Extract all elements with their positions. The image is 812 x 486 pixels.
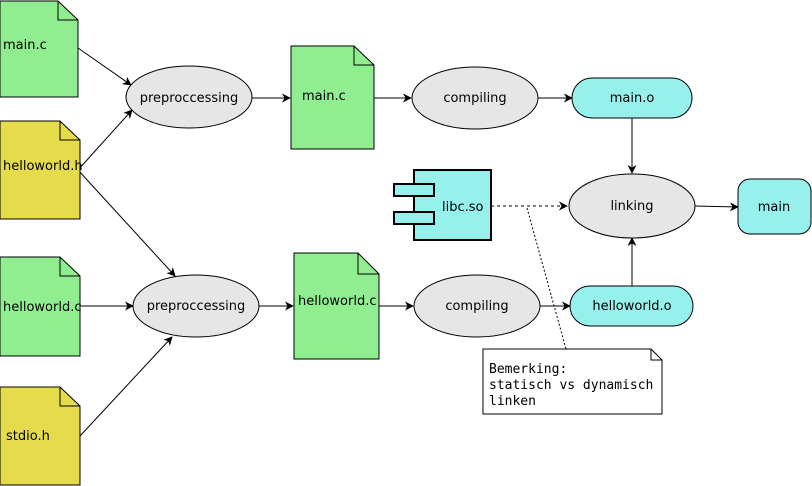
note-static-vs-dynamic: Bemerking: statisch vs dynamisch linken <box>482 348 663 415</box>
component-libc: libc.so <box>393 169 492 241</box>
artifact-main-o: main.o <box>571 77 693 119</box>
process-preprocessing-top: preproccessing <box>125 65 253 129</box>
artifact-main: main <box>737 178 812 235</box>
artifact-main-label: main <box>758 200 790 215</box>
process-linking: linking <box>568 173 696 239</box>
file-helloworld-c-preprocessed-label: helloworld.c <box>298 294 377 309</box>
file-helloworld-h-label: helloworld.h <box>3 159 83 174</box>
file-main-c-preprocessed-label: main.c <box>302 89 346 104</box>
process-linking-label: linking <box>610 199 653 214</box>
note-anchor-line <box>526 207 567 350</box>
process-compiling-bottom: compiling <box>413 274 541 338</box>
note-line-2: statisch vs dynamisch <box>489 378 653 393</box>
component-libc-label: libc.so <box>442 200 484 215</box>
edge-helloworld-h-to-preprocess-bottom <box>77 169 176 277</box>
file-stdio-h: stdio.h <box>0 386 81 486</box>
edge-main-c-to-preprocess-top <box>77 47 132 86</box>
file-helloworld-c-preprocessed: helloworld.c <box>293 252 380 360</box>
process-compiling-top-label: compiling <box>443 91 506 106</box>
file-main-c-preprocessed: main.c <box>290 45 375 150</box>
process-compiling-top: compiling <box>411 66 539 130</box>
file-stdio-h-label: stdio.h <box>6 429 50 444</box>
file-helloworld-c-source-label: helloworld.c <box>3 300 82 315</box>
artifact-helloworld-o: helloworld.o <box>569 285 694 327</box>
file-helloworld-c-source: helloworld.c <box>0 256 82 357</box>
file-main-c-source-label: main.c <box>3 38 47 53</box>
file-main-c-source: main.c <box>0 0 79 98</box>
process-preprocessing-top-label: preproccessing <box>140 91 239 106</box>
edge-stdio-h-to-preprocess-bottom <box>79 336 173 437</box>
note-line-3: linken <box>489 394 536 409</box>
edges <box>77 47 739 437</box>
artifact-helloworld-o-label: helloworld.o <box>592 299 671 314</box>
edge-linking-to-main <box>694 202 739 212</box>
process-preprocessing-bottom-label: preproccessing <box>147 299 246 314</box>
edge-helloworld-h-to-preprocess-top <box>77 109 133 171</box>
file-helloworld-h: helloworld.h <box>0 120 83 220</box>
process-compiling-bottom-label: compiling <box>445 299 508 314</box>
note-line-1: Bemerking: <box>489 362 567 377</box>
process-preprocessing-bottom: preproccessing <box>132 274 260 338</box>
artifact-main-o-label: main.o <box>610 91 655 106</box>
